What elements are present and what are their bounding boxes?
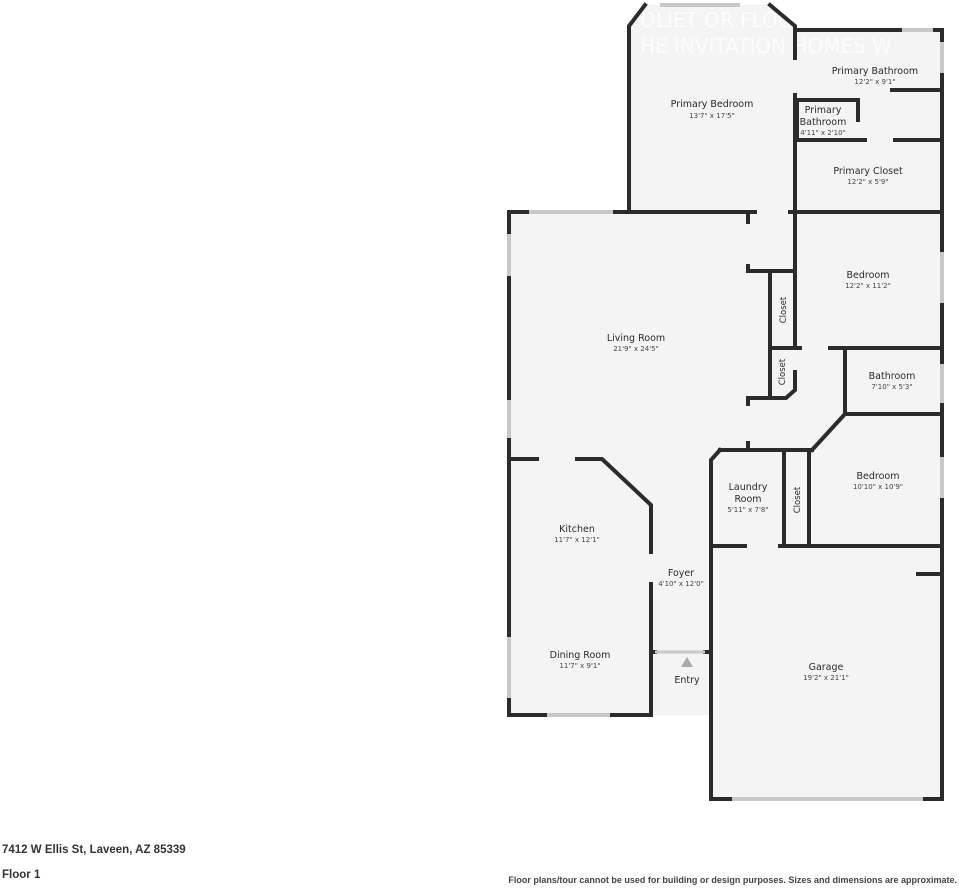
room-labels: Primary Bedroom 13'7" x 17'5" Primary Ba… xyxy=(550,66,919,682)
room-bedroom-2: Bedroom 10'10" x 10'9" xyxy=(853,471,903,491)
room-garage: Garage 19'2" x 21'1" xyxy=(803,662,849,682)
room-name-line-1: Laundry xyxy=(729,482,768,493)
room-dims: 13'7" x 17'5" xyxy=(689,112,735,120)
walls xyxy=(507,2,944,801)
room-dims: 4'10" x 12'0" xyxy=(658,580,704,588)
room-dims: 11'7" x 12'1" xyxy=(554,536,600,544)
room-name: Dining Room xyxy=(550,650,611,661)
room-dims: 21'9" x 24'5" xyxy=(613,345,659,353)
room-bedroom-1: Bedroom 12'2" x 11'2" xyxy=(845,270,891,290)
room-name: Closet xyxy=(793,486,803,513)
property-address: 7412 W Ellis St, Laveen, AZ 85339 xyxy=(2,844,186,856)
room-kitchen: Kitchen 11'7" x 12'1" xyxy=(554,524,600,544)
floor-fills xyxy=(509,5,942,799)
room-primary-bathroom-small: Primary Bathroom 4'11" x 2'10" xyxy=(800,105,847,137)
room-name: Bedroom xyxy=(857,471,900,482)
room-name: Primary Bathroom xyxy=(832,66,918,77)
room-dims: 12'2" x 5'9" xyxy=(847,178,888,186)
room-primary-bathroom: Primary Bathroom 12'2" x 9'1" xyxy=(832,66,918,86)
room-dims: 4'11" x 2'10" xyxy=(800,129,846,137)
room-closet-3: Closet xyxy=(793,486,803,513)
disclaimer-text: Floor plans/tour cannot be used for buil… xyxy=(508,875,957,885)
room-closet-2: Closet xyxy=(778,358,788,385)
room-dims: 5'11" x 7'8" xyxy=(727,506,768,514)
entry-arrow-icon xyxy=(681,657,693,667)
room-primary-closet: Primary Closet 12'2" x 5'9" xyxy=(833,166,903,186)
room-name: Closet xyxy=(779,296,789,323)
room-dims: 7'10" x 5'3" xyxy=(871,383,912,391)
room-dims: 12'2" x 11'2" xyxy=(845,282,891,290)
room-name: Foyer xyxy=(668,568,694,579)
room-closet-1: Closet xyxy=(779,296,789,323)
room-living-room: Living Room 21'9" x 24'5" xyxy=(607,333,665,353)
room-name: Bathroom xyxy=(869,371,916,382)
room-name-line-2: Bathroom xyxy=(800,117,847,128)
room-laundry-room: Laundry Room 5'11" x 7'8" xyxy=(727,482,768,514)
room-name: Primary Closet xyxy=(833,166,903,177)
room-name: Primary Bedroom xyxy=(671,99,754,110)
room-dims: 11'7" x 9'1" xyxy=(559,662,600,670)
room-dims: 19'2" x 21'1" xyxy=(803,674,849,682)
room-name-line-2: Room xyxy=(734,494,761,505)
room-primary-bedroom: Primary Bedroom 13'7" x 17'5" xyxy=(671,99,754,120)
room-dining-room: Dining Room 11'7" x 9'1" xyxy=(550,650,611,670)
windows xyxy=(507,3,944,801)
room-foyer: Foyer 4'10" x 12'0" xyxy=(658,568,704,588)
room-dims: 12'2" x 9'1" xyxy=(854,78,895,86)
entry-label: Entry xyxy=(674,675,700,686)
room-name-line-1: Primary xyxy=(805,105,842,116)
floor-label: Floor 1 xyxy=(2,869,41,881)
room-dims: 10'10" x 10'9" xyxy=(853,483,903,491)
room-name: Bedroom xyxy=(847,270,890,281)
watermark-line-2: HE INVITATION HOMES W xyxy=(640,34,892,58)
room-name: Closet xyxy=(778,358,788,385)
room-bathroom: Bathroom 7'10" x 5'3" xyxy=(869,371,916,391)
room-name: Garage xyxy=(809,662,844,673)
room-name: Living Room xyxy=(607,333,665,344)
room-name: Kitchen xyxy=(559,524,595,535)
entry-marker: Entry xyxy=(655,650,705,686)
